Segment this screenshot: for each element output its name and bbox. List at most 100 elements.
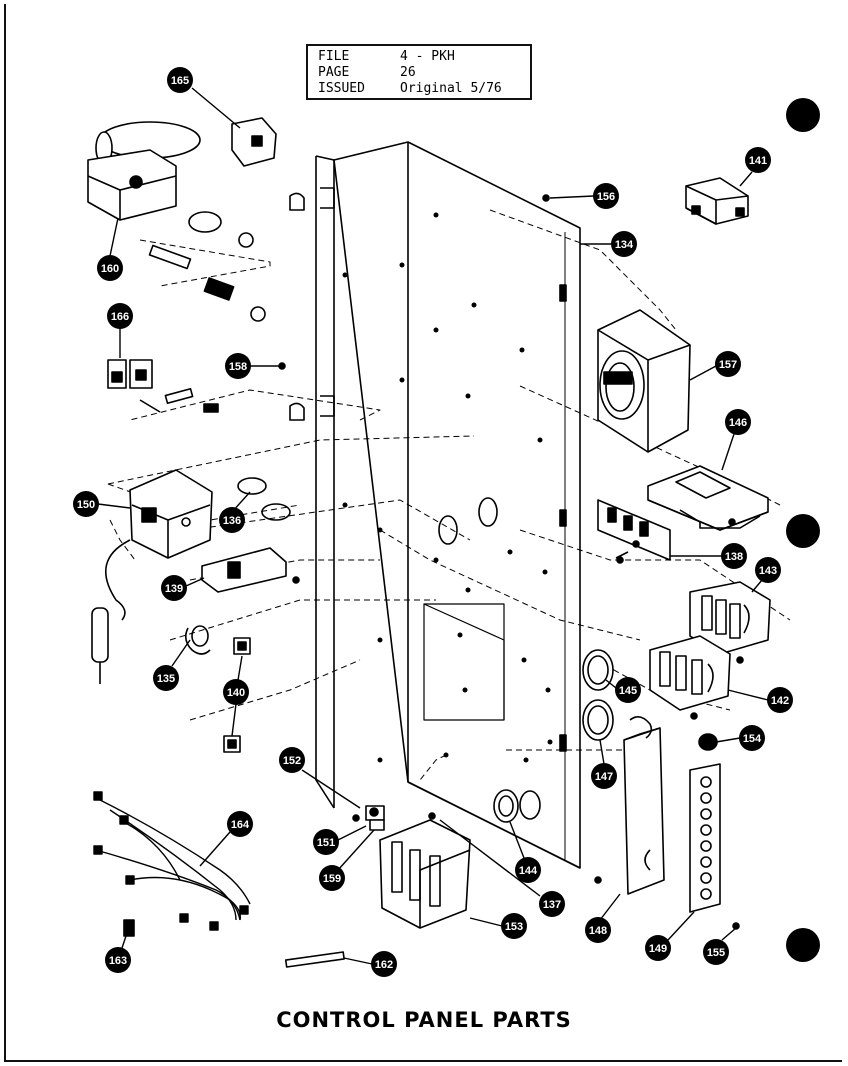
contactor-143: [689, 581, 771, 655]
svg-text:150: 150: [77, 499, 95, 511]
svg-text:156: 156: [597, 191, 615, 203]
callout-151: 151: [313, 825, 367, 855]
callout-146: 146: [721, 409, 751, 471]
svg-text:141: 141: [749, 155, 767, 167]
page-label: PAGE: [318, 65, 350, 80]
relay-141: [685, 177, 749, 225]
callout-139: 139: [161, 575, 205, 601]
svg-text:145: 145: [619, 685, 637, 697]
callout-138: 138: [670, 543, 747, 569]
svg-text:160: 160: [101, 263, 119, 275]
svg-text:164: 164: [231, 819, 250, 831]
page-frame: [4, 4, 842, 1062]
callout-140: 140: [223, 655, 249, 737]
contactor-142: [649, 635, 731, 711]
clamp-135: [184, 625, 211, 655]
callout-159: 159: [319, 829, 375, 891]
callout-148: 148: [585, 893, 621, 943]
callout-156: 156: [549, 183, 619, 209]
callout-153: 153: [469, 913, 527, 939]
callout-136: 136: [219, 491, 251, 533]
callout-160: 160: [97, 217, 123, 281]
callout-164: 164: [199, 811, 253, 867]
callout-137: 137: [439, 819, 565, 917]
binder-hole-middle: [786, 514, 820, 548]
screws: [278, 194, 744, 930]
part-165: [231, 117, 277, 167]
svg-text:139: 139: [165, 583, 183, 595]
wire-harness-164: [93, 791, 251, 931]
svg-text:163: 163: [109, 955, 127, 967]
callout-141: 141: [739, 147, 771, 187]
callout-147: 147: [591, 739, 617, 789]
issued-label: ISSUED: [318, 81, 365, 96]
svg-text:152: 152: [283, 755, 301, 767]
svg-text:153: 153: [505, 921, 523, 933]
binder-hole-bottom: [786, 928, 820, 962]
callout-155: 155: [703, 927, 737, 965]
svg-text:151: 151: [317, 837, 335, 849]
rod-162: [284, 951, 345, 968]
selector-switch-157: [597, 309, 691, 453]
svg-text:154: 154: [743, 733, 762, 745]
callout-152: 152: [279, 747, 361, 809]
plate-139: [201, 547, 287, 593]
svg-text:136: 136: [223, 515, 241, 527]
bracket-148: [623, 716, 665, 895]
callout-144: 144: [509, 821, 541, 883]
part-callouts: 165 160 166 158 156 134 141 157 146 150 …: [73, 67, 793, 977]
svg-text:146: 146: [729, 417, 747, 429]
issued-row: ISSUED Original 5/76: [318, 81, 530, 97]
svg-text:142: 142: [771, 695, 789, 707]
motor-assembly-160: [87, 121, 266, 322]
svg-text:140: 140: [227, 687, 245, 699]
callout-154: 154: [715, 725, 765, 751]
binder-hole-top: [786, 98, 820, 132]
svg-text:162: 162: [375, 959, 393, 971]
terminal-block-149: [689, 763, 721, 913]
callout-149: 149: [645, 911, 695, 961]
svg-text:148: 148: [589, 925, 607, 937]
page-value: 26: [400, 65, 416, 80]
svg-text:158: 158: [229, 361, 247, 373]
file-row: FILE 4 - PKH: [318, 49, 530, 65]
grommet-144: [493, 789, 519, 823]
control-panel-body: [315, 141, 581, 869]
svg-text:138: 138: [725, 551, 743, 563]
clips-136: [237, 477, 291, 521]
callout-145: 145: [605, 677, 641, 703]
callout-150: 150: [73, 491, 131, 517]
squares-140: [223, 637, 251, 753]
callout-143: 143: [751, 557, 781, 593]
panel-mount-holes: [342, 212, 553, 763]
svg-text:144: 144: [519, 865, 538, 877]
file-label: FILE: [318, 49, 350, 64]
svg-text:157: 157: [719, 359, 737, 371]
svg-text:155: 155: [707, 947, 725, 959]
svg-text:149: 149: [649, 943, 667, 955]
screw-163: [123, 919, 135, 937]
panel-tabs: [289, 187, 335, 421]
callout-163: 163: [105, 935, 131, 973]
callout-166: 166: [107, 303, 133, 358]
callout-165: 165: [167, 67, 241, 129]
svg-text:165: 165: [171, 75, 189, 87]
svg-text:134: 134: [615, 239, 634, 251]
svg-text:166: 166: [111, 311, 129, 323]
control-150: [91, 469, 213, 684]
terminal-board-138: [597, 499, 671, 561]
svg-text:135: 135: [157, 673, 175, 685]
file-info-box: FILE 4 - PKH PAGE 26 ISSUED Original 5/7…: [306, 44, 532, 100]
issued-value: Original 5/76: [400, 81, 502, 96]
callout-135: 135: [153, 639, 191, 691]
switch-166: [107, 359, 219, 413]
svg-text:143: 143: [759, 565, 777, 577]
svg-text:137: 137: [543, 899, 561, 911]
transformer-146: [647, 465, 769, 531]
svg-text:159: 159: [323, 873, 341, 885]
dial-plates-145: [582, 649, 614, 741]
callout-157: 157: [689, 351, 741, 381]
page-row: PAGE 26: [318, 65, 530, 81]
small-parts-151-152-159: [365, 805, 385, 831]
